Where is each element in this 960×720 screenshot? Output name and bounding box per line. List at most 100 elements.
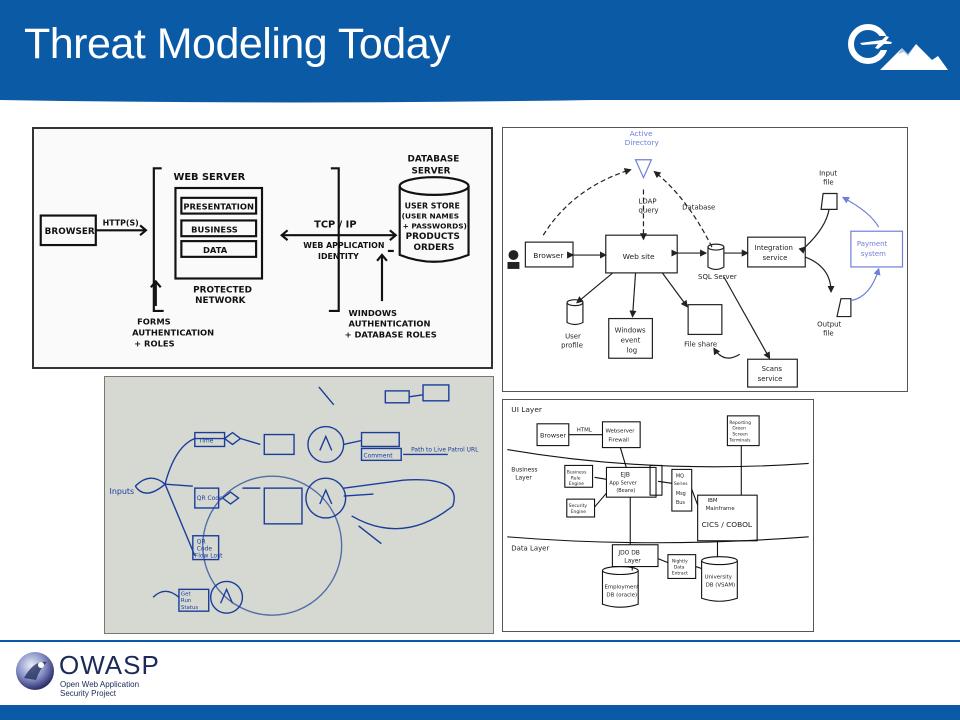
ldap-label-2: query <box>639 206 659 214</box>
mq-label-1: MQ <box>676 473 684 479</box>
db-roles-label: + DATABASE ROLES <box>345 329 437 339</box>
store-label-2: (USER NAMES <box>402 211 459 220</box>
input-label-1: Input <box>819 170 837 178</box>
report-label-2: Green <box>732 426 746 432</box>
protected-label: PROTECTED <box>193 285 252 295</box>
event-log-label-1: Windows <box>615 326 646 334</box>
database-label: Database <box>682 203 715 211</box>
ejb-label-3: (Beans) <box>616 488 635 494</box>
report-label-3: Screen <box>732 432 747 438</box>
whiteboard-photo-diagram: Inputs Time QR Code QR Code Flow Lost Ge… <box>104 376 494 634</box>
payment-label-1: Payment <box>857 240 888 248</box>
tcpip-label: TCP / IP <box>314 219 356 230</box>
data-label: DATA <box>203 245 228 255</box>
jdo-label-1: JDO DB <box>617 550 640 557</box>
store-label-4: PRODUCTS <box>406 232 460 242</box>
identity-label: IDENTITY <box>318 252 359 261</box>
mq-label-2: Series <box>674 481 688 487</box>
owasp-wasp-logo-icon <box>16 652 54 690</box>
header-curve <box>0 78 960 103</box>
ibm-label-2: Mainframe <box>706 506 736 512</box>
owasp-subtitle: Open Web Application Security Project <box>60 680 160 698</box>
db-label-1: DATABASE <box>408 154 460 164</box>
mq-label-3: Msg <box>676 491 686 497</box>
nightly-label-3: Extract <box>672 570 688 576</box>
store-label-5: ORDERS <box>413 243 454 253</box>
ui-layer-label: UI Layer <box>511 405 543 414</box>
jdo-label-2: Layer <box>624 558 641 565</box>
html-label: HTML <box>577 428 592 434</box>
sketch-diagram-web-site: Active Directory LDAP query Database Bro… <box>502 127 908 392</box>
file-share-label: File share <box>684 340 717 348</box>
business-layer-label-2: Layer <box>515 474 532 481</box>
integration-label-2: service <box>763 254 788 262</box>
security-label-1: Security <box>569 503 588 509</box>
firewall-label-2: Firewall <box>608 438 629 444</box>
get-stats-label-3: Status <box>181 605 198 611</box>
browser-label: BROWSER <box>45 227 95 237</box>
mq-label-4: Bus <box>676 500 686 506</box>
path-label: Path to Live Patrol URL <box>411 446 479 453</box>
footer-bar <box>0 705 960 720</box>
employment-label-1: Employment <box>604 584 638 590</box>
qr-flow-label-2: Code <box>197 546 213 553</box>
qr-flow-label-3: Flow Lost <box>195 553 223 560</box>
network-label: NETWORK <box>195 296 247 306</box>
comment-label: Comment <box>363 452 393 459</box>
report-label-4: Terminals <box>728 438 751 444</box>
output-label-1: Output <box>817 320 841 328</box>
ejb-label-2: App Server <box>609 480 637 486</box>
input-label-2: file <box>823 179 834 187</box>
university-label-2: DB (VSAM) <box>706 582 736 588</box>
profile-label-2: profile <box>561 341 583 349</box>
university-label-1: University <box>705 574 733 580</box>
store-label-1: USER STORE <box>405 202 460 211</box>
scans-label-1: Scans <box>762 365 783 373</box>
windows-label: WINDOWS <box>349 308 398 318</box>
qr-flow-label-1: QR <box>197 539 206 546</box>
get-stats-label-2: Run <box>181 598 191 604</box>
forms-auth-label: AUTHENTICATION <box>132 328 214 338</box>
footer-divider <box>0 640 960 642</box>
forms-roles-label: + ROLES <box>134 338 174 348</box>
http-label: HTTP(S) <box>103 218 139 227</box>
ibm-label-1: IBM <box>708 498 718 504</box>
ejb-label-1: EJB <box>620 471 630 478</box>
ad-label-2: Directory <box>625 138 660 147</box>
website-label: Web site <box>623 252 655 261</box>
nightly-label-1: Nightly <box>672 559 688 565</box>
cics-label: CICS / COBOL <box>702 520 753 529</box>
scans-label-2: service <box>758 375 783 383</box>
slide-title: Threat Modeling Today <box>24 20 451 68</box>
business-layer-label-1: Business <box>511 466 537 473</box>
inputs-label: Inputs <box>109 487 134 496</box>
event-log-label-3: log <box>627 346 638 354</box>
firewall-label-1: Webserver <box>605 429 635 435</box>
store-label-3: + PASSWORDS) <box>403 221 467 230</box>
rules-label-2: Rule <box>571 475 581 481</box>
owasp-subtitle-line-1: Open Web Application <box>60 680 140 689</box>
sketch-diagram-layers: UI Layer Browser HTML Webserver Firewall… <box>502 399 814 632</box>
webapp-label: WEB APPLICATION <box>303 241 384 250</box>
rules-label-3: Engine <box>569 481 585 487</box>
sql-label: SQL Server <box>698 273 737 281</box>
qr-code-label: QR Code <box>197 495 223 502</box>
owasp-subtitle-line-2: Security Project <box>60 689 117 698</box>
output-label-2: file <box>823 329 834 337</box>
sketch-diagram-web-server: BROWSER HTTP(S) WEB SERVER PRESENTATION … <box>32 127 493 369</box>
browser-label: Browser <box>533 251 564 260</box>
nightly-label-2: Data <box>674 565 685 571</box>
get-stats-label-1: Get <box>181 591 191 597</box>
rules-label-1: Business <box>567 469 587 475</box>
report-label-1: Reporting <box>729 420 751 426</box>
forms-label: FORMS <box>137 317 171 327</box>
data-layer-label: Data Layer <box>511 545 549 553</box>
airplane-mountain-logo-icon <box>848 24 948 70</box>
ldap-label-1: LDAP <box>639 197 657 205</box>
employment-label-2: DB (oracle) <box>606 592 637 598</box>
security-label-2: Engine <box>571 509 587 515</box>
payment-label-2: system <box>861 250 886 258</box>
ad-label-1: Active <box>630 129 653 138</box>
profile-label-1: User <box>565 332 581 340</box>
browser-label: Browser <box>540 432 566 440</box>
